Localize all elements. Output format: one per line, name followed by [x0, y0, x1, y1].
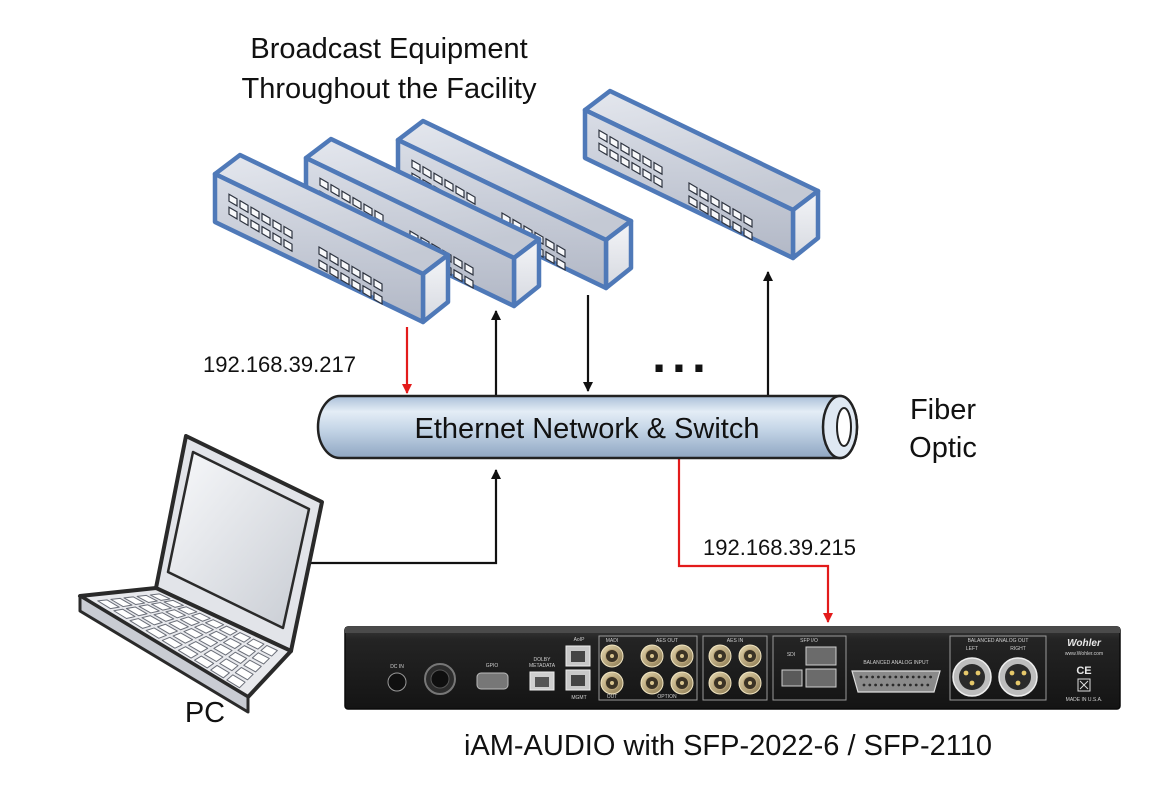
network-label: Ethernet Network & Switch [415, 413, 760, 445]
aes-out-bnc-4 [670, 671, 694, 695]
arrow-network-to-device [677, 458, 833, 623]
brand-logo: Wohler [1067, 638, 1102, 649]
broadcast-equipment-group [212, 88, 821, 325]
rj45-port-group [228, 193, 383, 305]
svg-text:SDI: SDI [787, 652, 795, 658]
svg-text:DOLBY: DOLBY [534, 657, 552, 663]
svg-text:BALANCED ANALOG INPUT: BALANCED ANALOG INPUT [863, 660, 928, 666]
arrow-pc-to-network [308, 469, 501, 565]
svg-text:BALANCED ANALOG OUT: BALANCED ANALOG OUT [968, 638, 1029, 644]
aes-out-bnc-3 [640, 671, 664, 695]
xlr-right-connector [998, 657, 1038, 697]
ip-label-switch: 192.168.39.217 [203, 352, 356, 377]
ethernet-switch-tube: Ethernet Network & Switch [316, 394, 859, 460]
svg-text:MADE IN U.S.A.: MADE IN U.S.A. [1066, 697, 1103, 703]
fiber-label-line-2: Optic [909, 432, 977, 464]
svg-text:www.Wohler.com: www.Wohler.com [1065, 651, 1103, 657]
equipment-switch-1 [212, 152, 451, 325]
svg-text:RIGHT: RIGHT [1010, 646, 1026, 652]
title-line-1: Broadcast Equipment [250, 33, 527, 65]
xlr-left-connector [952, 657, 992, 697]
svg-text:AES IN: AES IN [727, 638, 744, 644]
svg-text:AoIP: AoIP [574, 637, 586, 643]
title-line-2: Throughout the Facility [242, 73, 537, 105]
aes-in-bnc-2 [738, 644, 762, 668]
ip-label-device: 192.168.39.215 [703, 535, 856, 560]
svg-text:OPTION: OPTION [657, 694, 677, 700]
ellipsis: ... [652, 327, 712, 383]
device-caption: iAM-AUDIO with SFP-2022-6 / SFP-2110 [464, 730, 992, 762]
pc-label: PC [185, 697, 225, 729]
svg-text:DC IN: DC IN [390, 664, 404, 670]
balanced-analog-input-connector [851, 670, 941, 693]
fiber-label-line-1: Fiber [910, 394, 976, 426]
sfp-madi-port [781, 669, 803, 687]
gpio-connector [476, 672, 509, 690]
svg-text:MADI: MADI [606, 638, 619, 644]
aes-in-bnc-4 [738, 671, 762, 695]
svg-text:AES OUT: AES OUT [656, 638, 678, 644]
svg-text:GPIO: GPIO [486, 663, 499, 669]
aes-in-bnc-1 [708, 644, 732, 668]
sfp-cage-2 [805, 668, 837, 688]
svg-text:SFP I/O: SFP I/O [800, 638, 818, 644]
rj45-port-group [598, 129, 753, 241]
connections [308, 271, 833, 623]
madi-bnc-out [600, 671, 624, 695]
dc-power-connector [387, 672, 407, 692]
svg-text:MGMT: MGMT [571, 695, 586, 701]
aes-in-bnc-3 [708, 671, 732, 695]
svg-text:LEFT: LEFT [966, 646, 978, 652]
equipment-switch-4 [582, 88, 821, 261]
sfp-cage-1 [805, 646, 837, 666]
weee-mark [1077, 678, 1091, 692]
aes-out-bnc-2 [670, 644, 694, 668]
pc-laptop-icon [78, 434, 324, 714]
aes-out-bnc-1 [640, 644, 664, 668]
madi-bnc-in [600, 644, 624, 668]
svg-text:OUT: OUT [607, 694, 618, 700]
iam-audio-device: DC IN GPIO DOLBY METADATA AoIP MGMT MADI… [344, 626, 1121, 710]
svg-text:METADATA: METADATA [529, 663, 556, 669]
ce-mark: CE [1076, 665, 1091, 677]
